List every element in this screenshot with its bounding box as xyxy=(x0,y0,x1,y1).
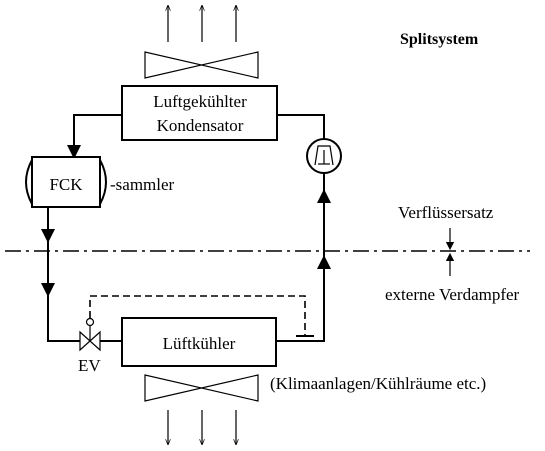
condenser-airflow-arrows xyxy=(168,6,236,42)
condenser-label-line1: Luftgekühlter xyxy=(153,92,247,111)
compressor-icon xyxy=(277,114,342,174)
diagram-title: Splitsystem xyxy=(400,31,479,48)
valve-label: EV xyxy=(78,356,101,375)
separator-upper-label: Verflüssersatz xyxy=(398,203,494,222)
evaporator-label: Lüftkühler xyxy=(163,334,236,353)
sensor-capillary-line xyxy=(89,295,306,336)
condenser-label-line2: Kondensator xyxy=(157,116,244,135)
application-label: (Klimaanlagen/Kühlräume etc.) xyxy=(270,374,486,393)
receiver-label: FCK xyxy=(49,175,83,194)
suction-line xyxy=(276,172,331,342)
condenser-box xyxy=(121,85,278,141)
expansion-valve-icon xyxy=(79,317,122,352)
evaporator-fan-icon xyxy=(144,374,259,402)
receiver-vessel xyxy=(25,156,107,208)
separator-lower-label: externe Verdampfer xyxy=(385,285,520,304)
liquid-line-lower xyxy=(41,207,80,342)
liquid-line-upper xyxy=(67,114,122,159)
condenser-fan-icon xyxy=(144,51,259,79)
evaporator-airflow-arrows xyxy=(168,410,236,444)
receiver-suffix: -sammler xyxy=(110,175,175,194)
